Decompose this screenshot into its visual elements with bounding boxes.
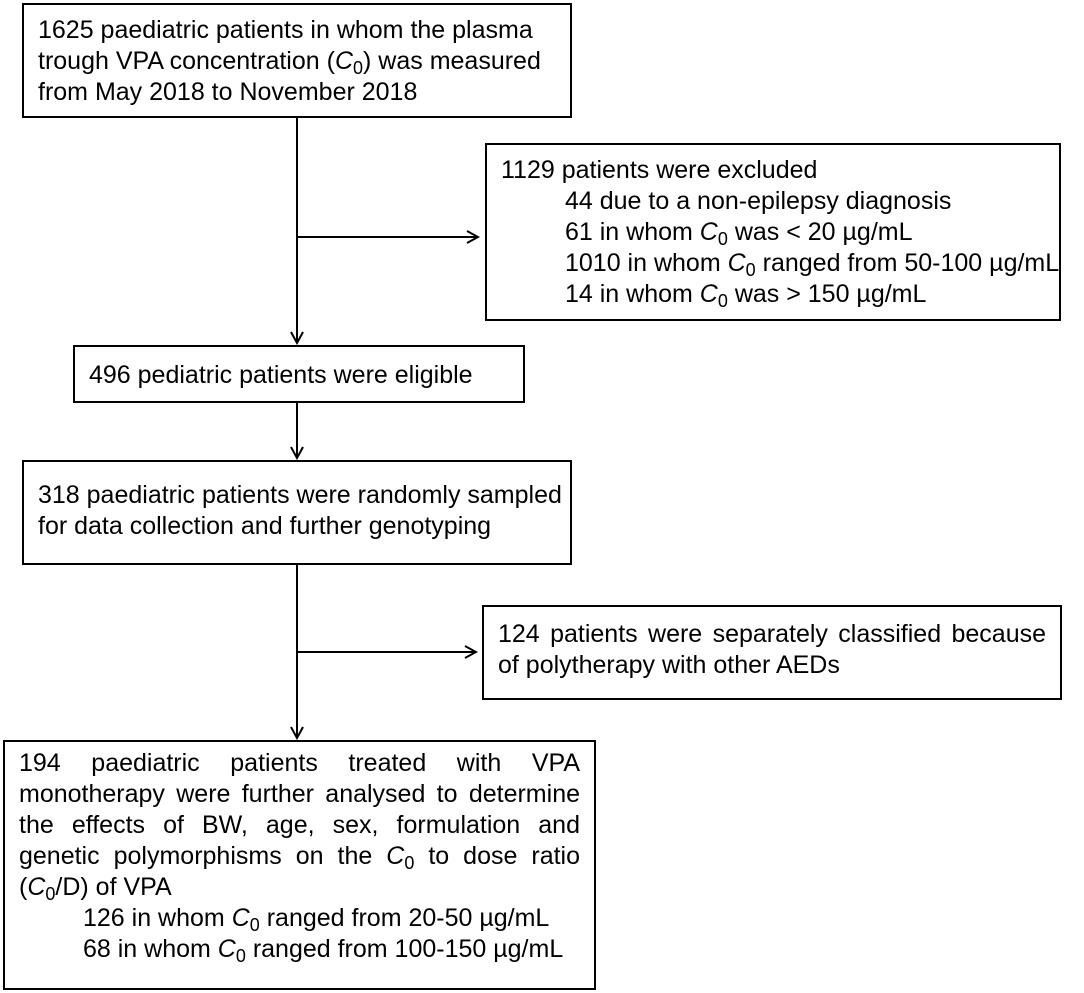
exclusion-item-high-c0: 14 in whom C0 was > 150 µg/mL <box>565 280 927 312</box>
analysed-line-3: the effects of BW, age, sex, formulation… <box>19 811 580 839</box>
source-population-box: 1625 paediatric patients in whom the pla… <box>22 3 572 118</box>
source-line-3: from May 2018 to November 2018 <box>38 78 418 106</box>
exclusion-item-low-c0: 61 in whom C0 was < 20 µg/mL <box>565 218 913 250</box>
analysed-line-5: (C0/D) of VPA <box>19 873 172 905</box>
analysed-item-high-range: 68 in whom C0 ranged from 100-150 µg/mL <box>83 935 564 967</box>
source-line-2: trough VPA concentration (C0) was measur… <box>38 47 541 79</box>
analysed-line-4: genetic polymorphisms on the C0 to dose … <box>19 842 580 874</box>
sampled-line-2: for data collection and further genotypi… <box>38 512 492 540</box>
analysed-line-1: 194 paediatric patients treated with VPA <box>19 749 580 777</box>
sampled-box: 318 paediatric patients were randomly sa… <box>22 460 572 565</box>
analysed-line-2: monotherapy were further analysed to det… <box>19 780 580 808</box>
exclusion-box-1: 1129 patients were excluded 44 due to a … <box>485 143 1061 321</box>
eligible-box: 496 pediatric patients were eligible <box>73 345 525 403</box>
eligible-text: 496 pediatric patients were eligible <box>89 361 473 389</box>
polytherapy-line-2: of polytherapy with other AEDs <box>498 651 840 679</box>
analysed-item-low-range: 126 in whom C0 ranged from 20-50 µg/mL <box>83 904 550 936</box>
exclusion-heading: 1129 patients were excluded <box>501 156 818 184</box>
sampled-line-1: 318 paediatric patients were randomly sa… <box>38 481 562 509</box>
polytherapy-line-1: 124 patients were separately classified … <box>498 620 1046 648</box>
source-line-1: 1625 paediatric patients in whom the pla… <box>38 16 533 44</box>
analysed-box: 194 paediatric patients treated with VPA… <box>3 740 596 990</box>
exclusion-box-2: 124 patients were separately classified … <box>482 605 1062 700</box>
exclusion-item-non-epilepsy: 44 due to a non-epilepsy diagnosis <box>565 187 952 215</box>
exclusion-item-mid-c0: 1010 in whom C0 ranged from 50-100 µg/mL <box>565 249 1060 281</box>
